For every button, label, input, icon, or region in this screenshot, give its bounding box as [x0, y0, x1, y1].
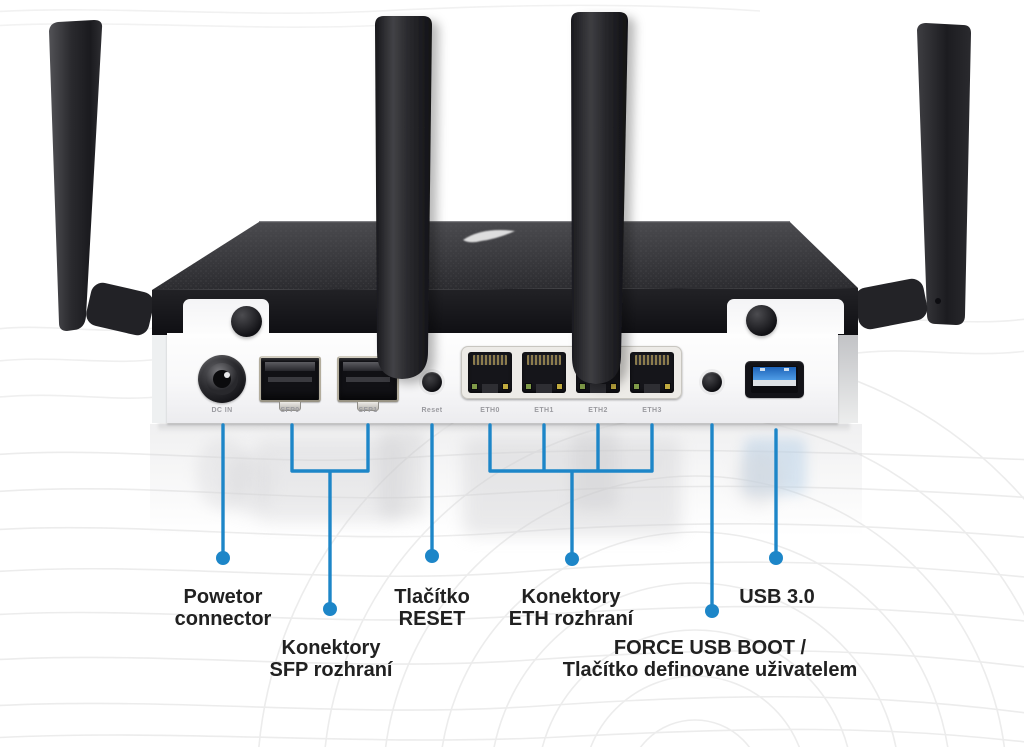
label-eth-line2: ETH rozhraní	[508, 608, 634, 630]
brand-logo	[463, 230, 515, 243]
dc-jack-highlight	[224, 372, 230, 378]
sfp1-latch	[357, 402, 379, 411]
label-reset-line2: RESET	[398, 608, 466, 630]
antenna-center-right	[571, 12, 628, 384]
eth2-led-amber	[610, 383, 617, 390]
label-sfp-connectors: Konektory SFP rozhraní	[270, 637, 393, 681]
caption-dc: DC IN	[211, 407, 233, 414]
eth1-port	[522, 352, 566, 393]
label-reset-line1: Tlačítko	[394, 586, 470, 608]
antenna-hinge-right	[854, 278, 928, 330]
label-force-line1: FORCE USB BOOT /	[613, 637, 807, 659]
caption-eth3: ETH3	[642, 407, 662, 414]
callout-dot-sfp	[323, 602, 337, 616]
label-usb-line1: USB 3.0	[739, 586, 815, 608]
label-sfp-line1: Konektory	[281, 637, 381, 659]
label-reset-button: Tlačítko RESET	[394, 586, 470, 630]
antenna-center-left	[375, 16, 432, 379]
antenna-outer-right	[917, 23, 971, 325]
eth3-led-green	[633, 383, 640, 390]
antenna-outer-left	[49, 20, 103, 331]
caption-eth2: ETH2	[588, 407, 608, 414]
label-power-connector: Powetor connector	[175, 586, 272, 630]
eth3-port	[630, 352, 674, 393]
antenna-screw-dot	[935, 298, 941, 304]
callout-dot-usb	[769, 551, 783, 565]
sfp0-port	[259, 356, 321, 402]
label-usb3: USB 3.0	[739, 586, 815, 608]
reset-button	[422, 372, 442, 392]
chassis-side-right	[838, 335, 858, 423]
label-power-line2: connector	[174, 608, 272, 630]
label-eth-connectors: Konektory ETH rozhraní	[509, 586, 633, 630]
callout-line-sfp	[290, 423, 370, 604]
usb-blue-tongue	[753, 367, 796, 380]
caption-sfp0: SFP0	[280, 407, 300, 414]
eth2-led-green	[579, 383, 586, 390]
label-power-line1: Powetor	[183, 586, 263, 608]
front-band	[152, 288, 858, 335]
caption-reset: Reset	[421, 407, 443, 414]
callout-dot-power	[216, 551, 230, 565]
label-force-line2: Tlačítko definovane uživatelem	[562, 659, 858, 681]
caption-sfp1: SFP1	[358, 407, 378, 414]
callout-dot-force	[705, 604, 719, 618]
eth0-led-green	[471, 383, 478, 390]
eth1-led-green	[525, 383, 532, 390]
callout-line-eth	[488, 423, 654, 554]
usb-contact-base	[753, 380, 796, 386]
eth1-led-amber	[556, 383, 563, 390]
label-eth-line1: Konektory	[521, 586, 621, 608]
eth3-led-amber	[664, 383, 671, 390]
panel-screw-left	[231, 306, 262, 337]
caption-eth1: ETH1	[534, 407, 554, 414]
usb3-port	[745, 361, 804, 398]
panel-screw-right	[746, 305, 777, 336]
chassis-side-left	[152, 335, 168, 423]
caption-eth0: ETH0	[480, 407, 500, 414]
force-usb-boot-button	[702, 372, 722, 392]
callout-dot-eth	[565, 552, 579, 566]
label-sfp-line2: SFP rozhraní	[269, 659, 393, 681]
dc-power-port	[198, 355, 246, 403]
eth0-led-amber	[502, 383, 509, 390]
callout-dot-reset	[425, 549, 439, 563]
top-cover-texture	[152, 222, 858, 290]
antenna-hinge-left	[86, 282, 154, 336]
label-force-usb-boot: FORCE USB BOOT / Tlačítko definovane uži…	[563, 637, 858, 681]
eth0-port	[468, 352, 512, 393]
sfp0-latch	[279, 402, 301, 411]
